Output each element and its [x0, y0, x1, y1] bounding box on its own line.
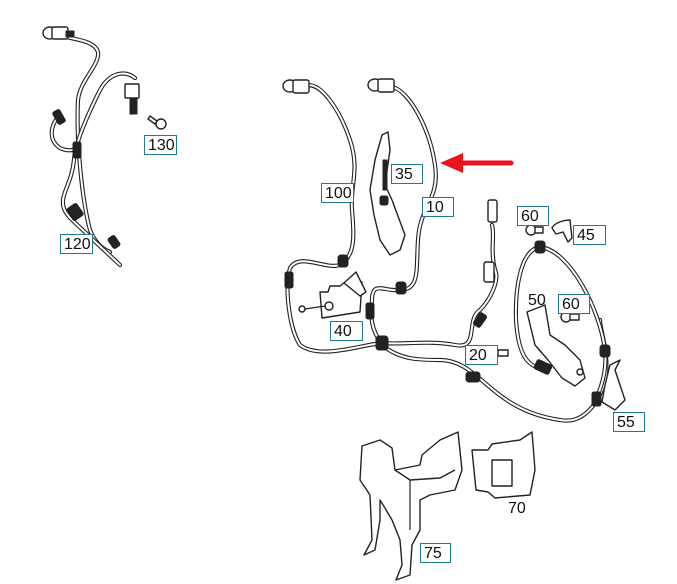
callout-label: 10 — [426, 198, 444, 216]
callout-120[interactable]: 120 — [60, 234, 93, 254]
callout-label: 120 — [64, 235, 91, 253]
callout-label: 130 — [148, 136, 175, 154]
callout-60-middle[interactable]: 60 — [558, 294, 590, 314]
callout-40[interactable]: 40 — [330, 321, 363, 341]
callout-label: 20 — [469, 346, 487, 364]
callout-label: 100 — [325, 184, 352, 202]
callout-10[interactable]: 10 — [422, 197, 454, 217]
callout-label: 45 — [577, 226, 595, 244]
callout-label: 60 — [562, 295, 580, 313]
bracket-45 — [551, 219, 573, 243]
callout-label: 55 — [617, 413, 635, 431]
bracket-40 — [298, 271, 367, 319]
label-50: 50 — [528, 292, 546, 309]
callout-20[interactable]: 20 — [465, 345, 498, 365]
label-70: 70 — [508, 500, 526, 517]
bolt-icon — [147, 115, 167, 130]
callout-label: 35 — [395, 165, 413, 183]
sensor-cable-10 — [365, 78, 609, 423]
sensor-icon — [124, 83, 140, 99]
sensor-cable-right — [513, 240, 611, 407]
callout-label: 40 — [334, 322, 352, 340]
callout-label: 75 — [424, 544, 442, 562]
bracket-assembly-75 — [359, 431, 463, 581]
callout-60-top[interactable]: 60 — [517, 206, 549, 226]
bolt-icon — [560, 311, 580, 323]
bracket-70 — [471, 431, 536, 499]
callout-label: 60 — [521, 207, 539, 225]
highlight-arrow — [440, 153, 514, 173]
sensor-cable-100 — [282, 79, 385, 354]
bracket-55 — [601, 359, 626, 411]
callout-55[interactable]: 55 — [613, 412, 645, 432]
callout-35[interactable]: 35 — [391, 164, 423, 184]
bracket-50 — [526, 304, 586, 387]
bolt-icon — [525, 224, 544, 236]
connector-icon — [487, 199, 498, 223]
callout-75[interactable]: 75 — [420, 543, 451, 563]
bracket-35 — [369, 131, 406, 256]
left-sensor-cable-120 — [42, 26, 167, 268]
callout-45[interactable]: 45 — [573, 225, 606, 245]
callout-130[interactable]: 130 — [144, 135, 177, 155]
callout-100[interactable]: 100 — [321, 183, 354, 203]
